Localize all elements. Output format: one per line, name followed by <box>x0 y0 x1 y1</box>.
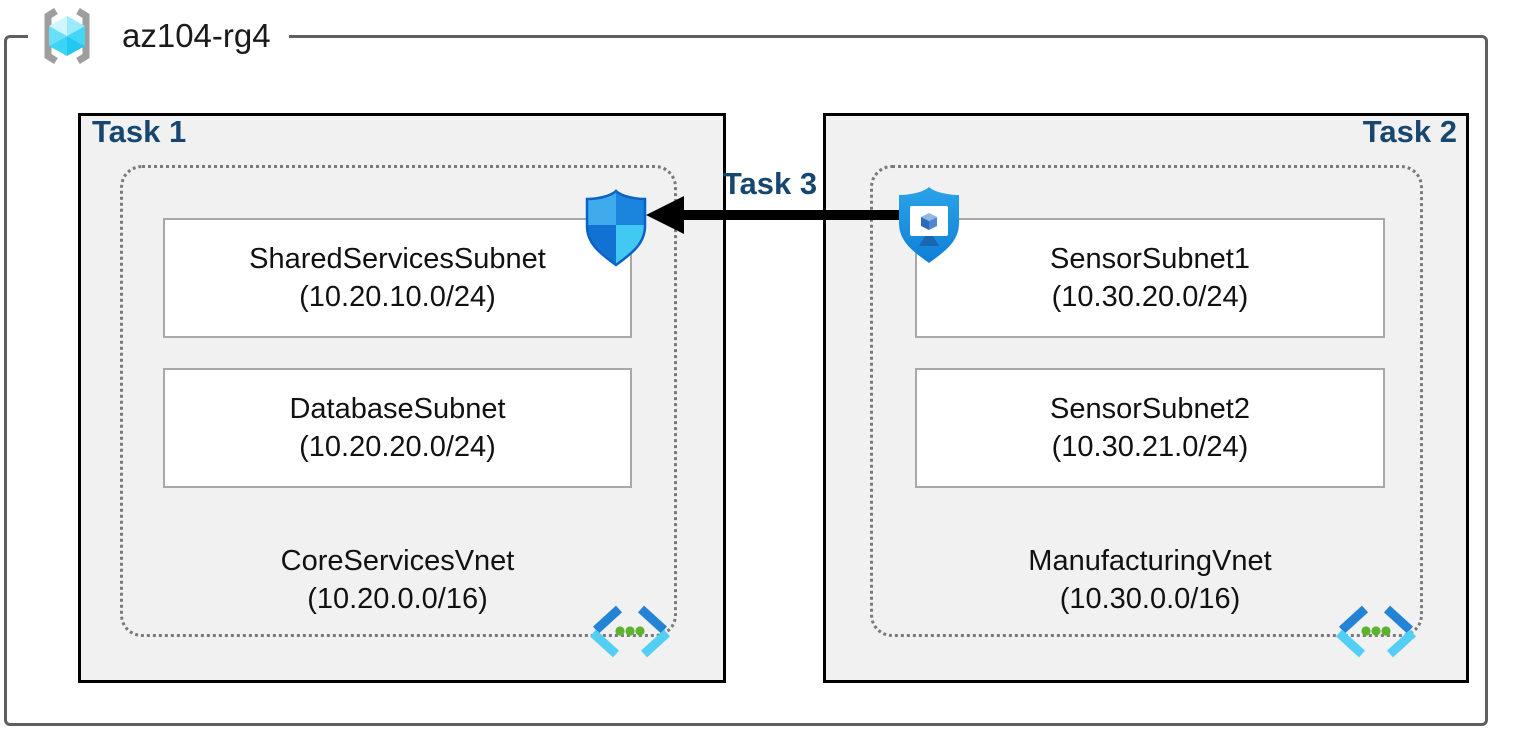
task1-vnet-label: CoreServicesVnet (10.20.0.0/16) <box>163 542 632 619</box>
subnet-shared-services: SharedServicesSubnet (10.20.10.0/24) <box>163 218 632 338</box>
subnet-name: SensorSubnet1 <box>1050 242 1250 275</box>
task2-vnet-label: ManufacturingVnet (10.30.0.0/16) <box>915 542 1385 619</box>
network-security-shield-icon <box>585 189 647 267</box>
task2-vnet-boundary <box>870 165 1423 637</box>
subnet-cidr: (10.30.21.0/24) <box>1051 431 1249 463</box>
resource-group-label: az104-rg4 <box>28 2 289 70</box>
subnet-name: SharedServicesSubnet <box>249 242 546 275</box>
vnet-name: CoreServicesVnet <box>280 545 515 577</box>
task1-vnet-boundary <box>120 165 677 637</box>
subnet-cidr: (10.20.20.0/24) <box>299 431 496 463</box>
subnet-sensor1: SensorSubnet1 (10.30.20.0/24) <box>915 218 1385 338</box>
subnet-sensor2: SensorSubnet2 (10.30.21.0/24) <box>915 368 1385 488</box>
virtual-network-icon <box>1335 605 1417 658</box>
vnet-cidr: (10.20.0.0/16) <box>307 583 488 616</box>
task3-label: Task 3 <box>722 166 818 201</box>
vnet-name: ManufacturingVnet <box>1028 545 1272 577</box>
subnet-database: DatabaseSubnet (10.20.20.0/24) <box>163 368 632 488</box>
resource-group-icon <box>44 8 90 64</box>
bastion-shield-monitor-icon <box>899 187 959 263</box>
subnet-cidr: (10.20.10.0/24) <box>299 281 496 313</box>
subnet-name: SensorSubnet2 <box>1050 392 1250 425</box>
task1-label: Task 1 <box>92 114 187 149</box>
task2-label: Task 2 <box>1362 114 1457 149</box>
subnet-name: DatabaseSubnet <box>289 392 506 425</box>
subnet-cidr: (10.30.20.0/24) <box>1051 281 1249 313</box>
resource-group-name: az104-rg4 <box>122 17 271 54</box>
vnet-cidr: (10.30.0.0/16) <box>1059 583 1241 616</box>
virtual-network-icon <box>589 605 671 658</box>
resource-group-boundary <box>4 35 1488 726</box>
